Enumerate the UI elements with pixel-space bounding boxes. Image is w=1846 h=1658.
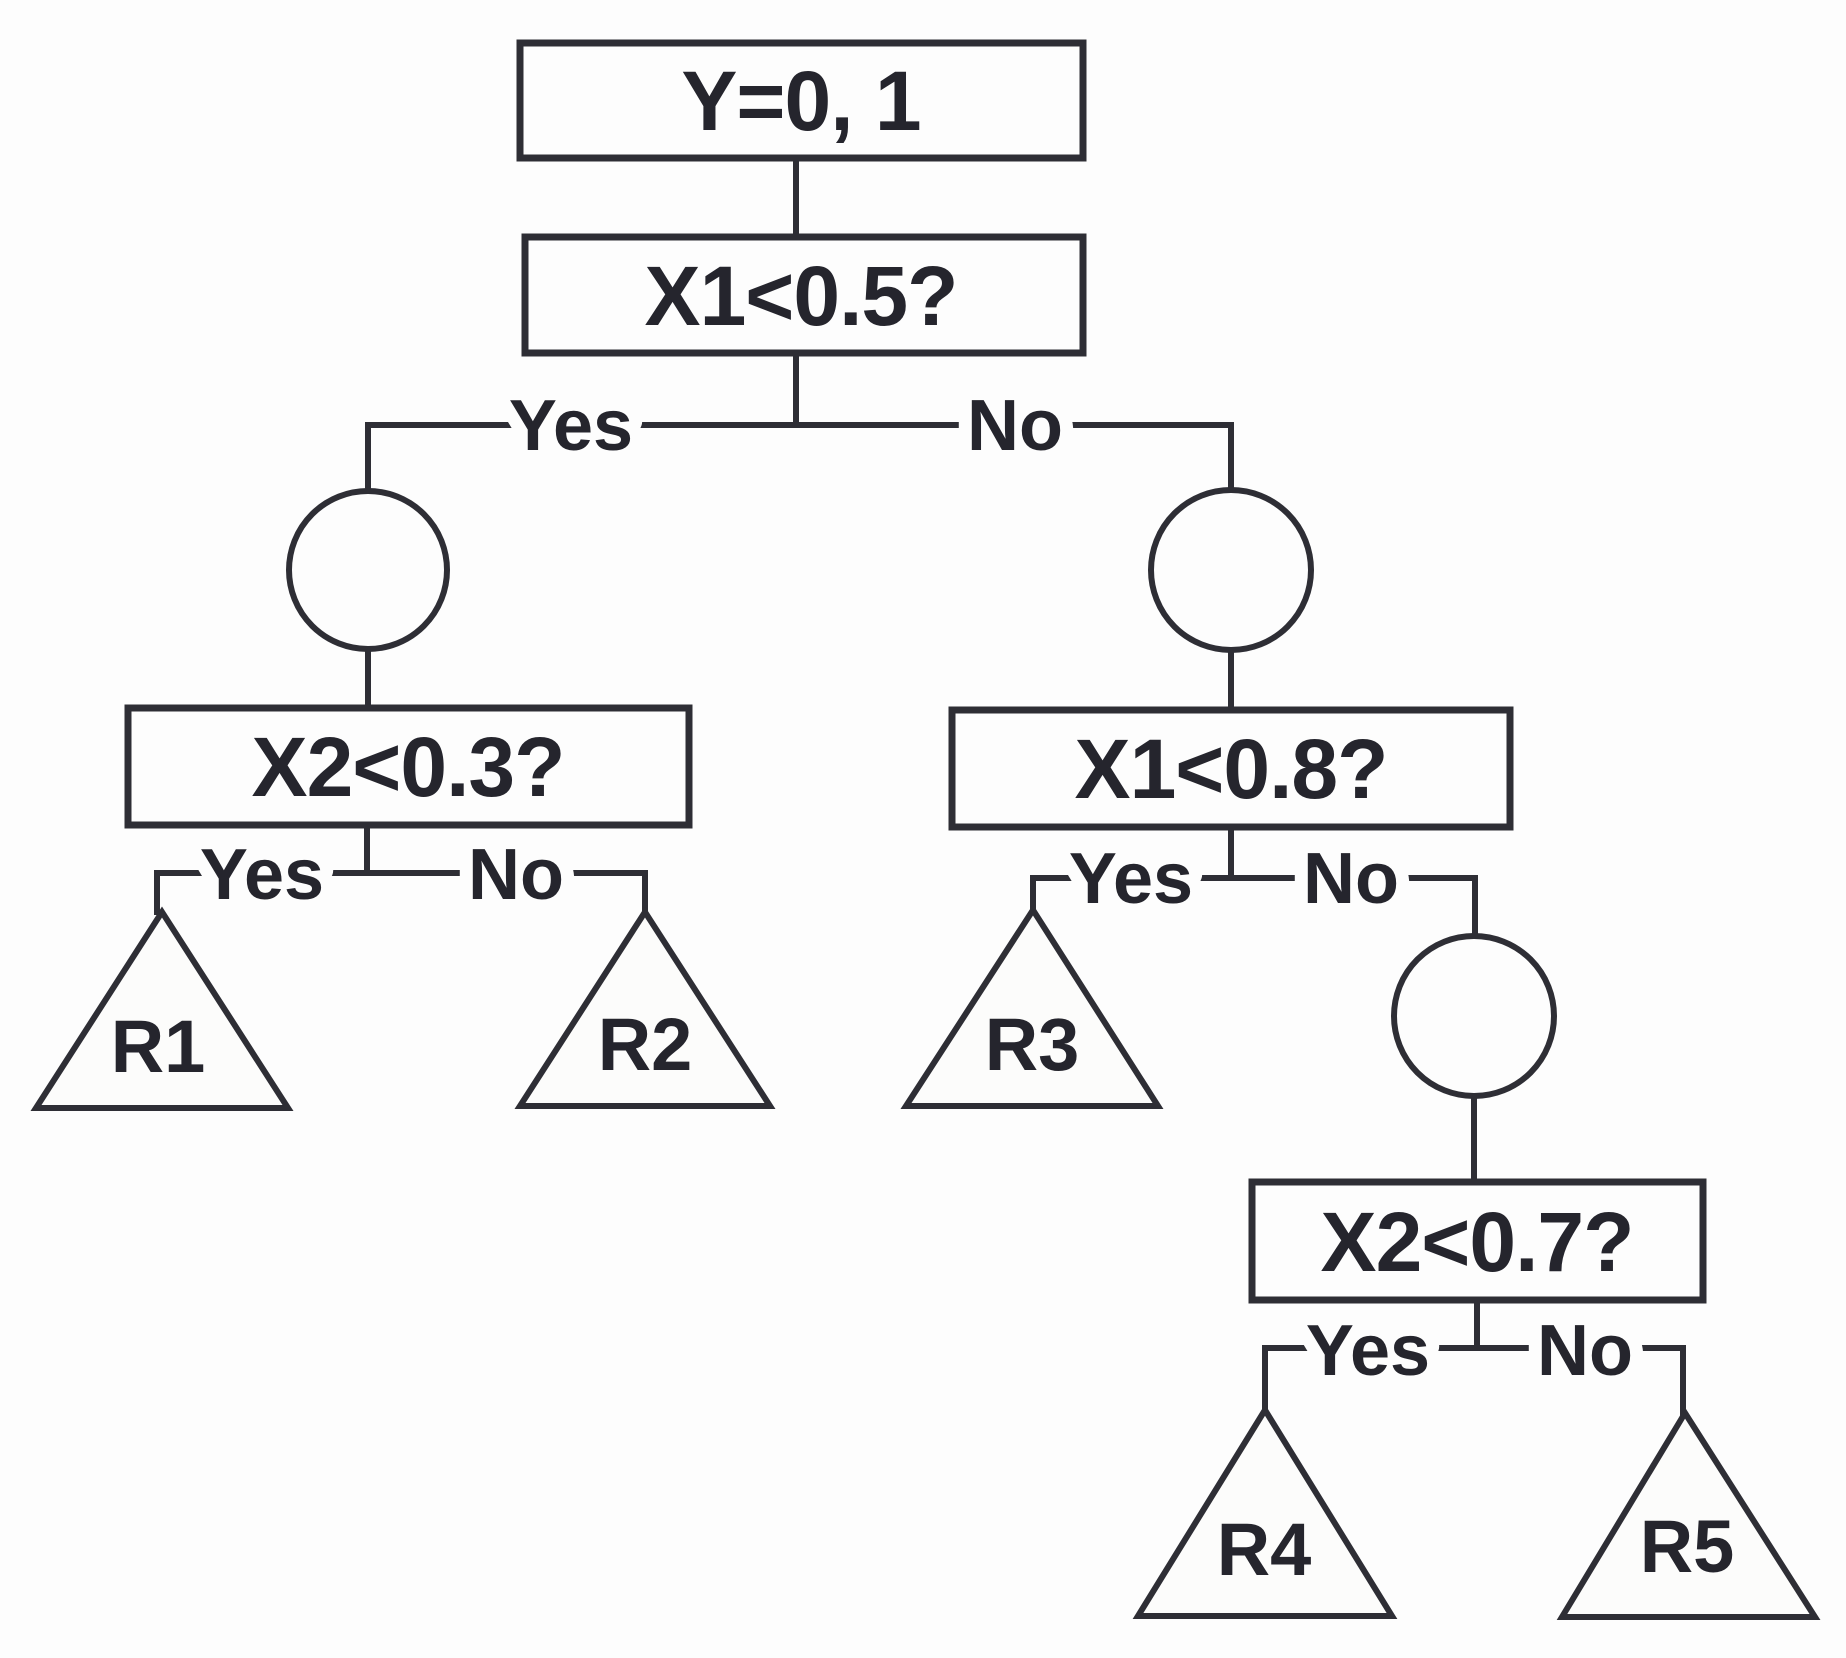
- decision-nodes: Y=0, 1 X1<0.5? X2<0.3? X1<0.8? X2<0.7?: [124, 39, 1707, 1304]
- chance-node-circle-lower: [1391, 933, 1557, 1099]
- leaf-r2-triangle: [514, 906, 776, 1109]
- leaf-r4-label: R4: [1217, 1508, 1312, 1591]
- branch3-no-label: No: [1303, 839, 1399, 919]
- branch4-yes-label: Yes: [1306, 1311, 1430, 1391]
- chance-node-circle-right: [1148, 487, 1314, 653]
- leaf-nodes: R1 R2 R3 R4 R5: [30, 904, 1821, 1620]
- node-root-label: Y=0, 1: [681, 54, 920, 148]
- node-d2-label: X2<0.3?: [252, 720, 565, 814]
- branch2-yes-label: Yes: [200, 835, 324, 915]
- leaf-r2-label: R2: [598, 1003, 693, 1086]
- chance-node-circle-left: [286, 488, 450, 652]
- branch3-yes-label: Yes: [1069, 839, 1193, 919]
- leaf-r4-triangle: [1132, 1404, 1398, 1619]
- leaf-r1-label: R1: [111, 1005, 206, 1088]
- branch-labels: Yes No Yes No Yes No Yes No: [187, 373, 1646, 1404]
- leaf-r1-triangle: [30, 906, 294, 1111]
- branch1-yes-label: Yes: [509, 386, 633, 466]
- node-d1-box: [521, 233, 1087, 357]
- node-d2-box: [124, 704, 693, 829]
- node-d4-box: [1248, 1178, 1707, 1304]
- node-root-box: [516, 39, 1087, 162]
- node-d3-label: X1<0.8?: [1075, 722, 1388, 816]
- leaf-r3-triangle: [900, 904, 1164, 1109]
- node-d1-label: X1<0.5?: [645, 249, 958, 343]
- node-d4-label: X2<0.7?: [1321, 1195, 1634, 1289]
- branch1-no-label: No: [967, 386, 1063, 466]
- branch4-no-label: No: [1537, 1311, 1633, 1391]
- chance-nodes: [286, 487, 1557, 1099]
- branch2-no-label: No: [468, 835, 564, 915]
- leaf-r5-label: R5: [1640, 1505, 1735, 1588]
- leaf-r3-label: R3: [985, 1003, 1080, 1086]
- node-d3-box: [948, 706, 1514, 831]
- leaf-r5-triangle: [1556, 1407, 1821, 1620]
